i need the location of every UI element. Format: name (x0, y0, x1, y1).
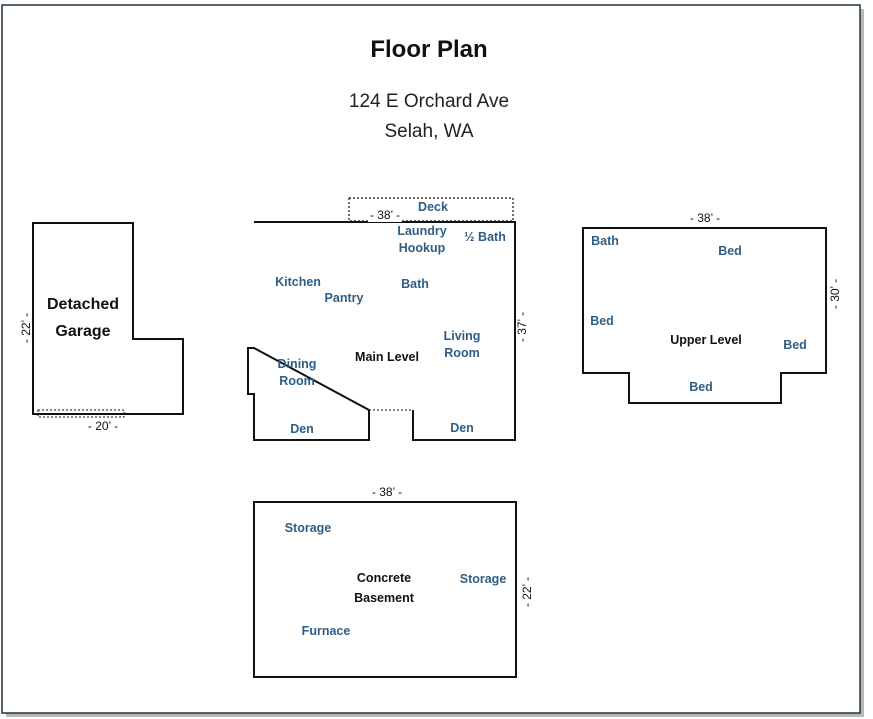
address-city: Selah, WA (384, 121, 474, 142)
living-label-line2: Room (444, 346, 480, 360)
bed-right-label: Bed (783, 338, 807, 352)
basement-outline (253, 501, 517, 678)
bed-top-label: Bed (718, 244, 742, 258)
garage-label-line2: Garage (55, 323, 111, 340)
upper-level-label: Upper Level (670, 333, 742, 347)
dining-label-line1: Dining (277, 357, 317, 371)
garage-door (37, 409, 125, 418)
page-title: Floor Plan (370, 36, 488, 63)
upper-bath-label: Bath (591, 234, 619, 248)
garage-outline (32, 222, 184, 415)
deck-label: Deck (418, 200, 448, 214)
den-left-label: Den (290, 422, 314, 436)
living-room-label: Living Room (444, 328, 481, 362)
basement-width-dimension: - 38’ - (371, 485, 403, 499)
upper-depth-dimension: - 30’ - (828, 278, 842, 310)
storage-right-label: Storage (459, 572, 507, 586)
main-level-label: Main Level (355, 350, 419, 364)
laundry-label-line2: Hookup (398, 241, 446, 255)
garage-label: Detached Garage (33, 291, 133, 345)
furnace-label: Furnace (301, 624, 351, 638)
basement-label-line2: Basement (354, 591, 414, 605)
bed-left-label: Bed (590, 314, 614, 328)
deck-outline (348, 197, 514, 222)
kitchen-label: Kitchen (275, 275, 321, 289)
basement-label: Concrete Basement (354, 568, 414, 608)
upper-width-dimension: - 38’ - (689, 211, 721, 225)
dining-room-label: Dining Room (278, 356, 317, 390)
bed-bottom-label: Bed (689, 380, 713, 394)
dining-label-line2: Room (279, 374, 315, 388)
address-street: 124 E Orchard Ave (348, 91, 510, 112)
den-right-label: Den (450, 421, 474, 435)
storage-left-label: Storage (284, 521, 332, 535)
main-width-dimension: - 38’ - (367, 208, 403, 222)
main-level-outline (247, 221, 516, 441)
page-frame (1, 4, 861, 714)
upper-level-outline (582, 227, 827, 404)
garage-width-dimension: - 20’ - (87, 419, 119, 433)
bath-label: Bath (401, 277, 429, 291)
garage-depth-dimension: - 22’ - (19, 312, 33, 344)
living-label-line1: Living (443, 329, 481, 343)
pantry-label: Pantry (324, 291, 364, 305)
basement-depth-dimension: - 22’ - (520, 576, 534, 608)
main-depth-dimension: - 37’ - (515, 311, 529, 343)
laundry-label-line1: Laundry (397, 224, 447, 238)
laundry-hookup-label: Laundry Hookup (397, 223, 446, 257)
half-bath-label: ½ Bath (464, 230, 506, 244)
basement-label-line1: Concrete (356, 571, 412, 585)
garage-label-line1: Detached (46, 296, 120, 313)
